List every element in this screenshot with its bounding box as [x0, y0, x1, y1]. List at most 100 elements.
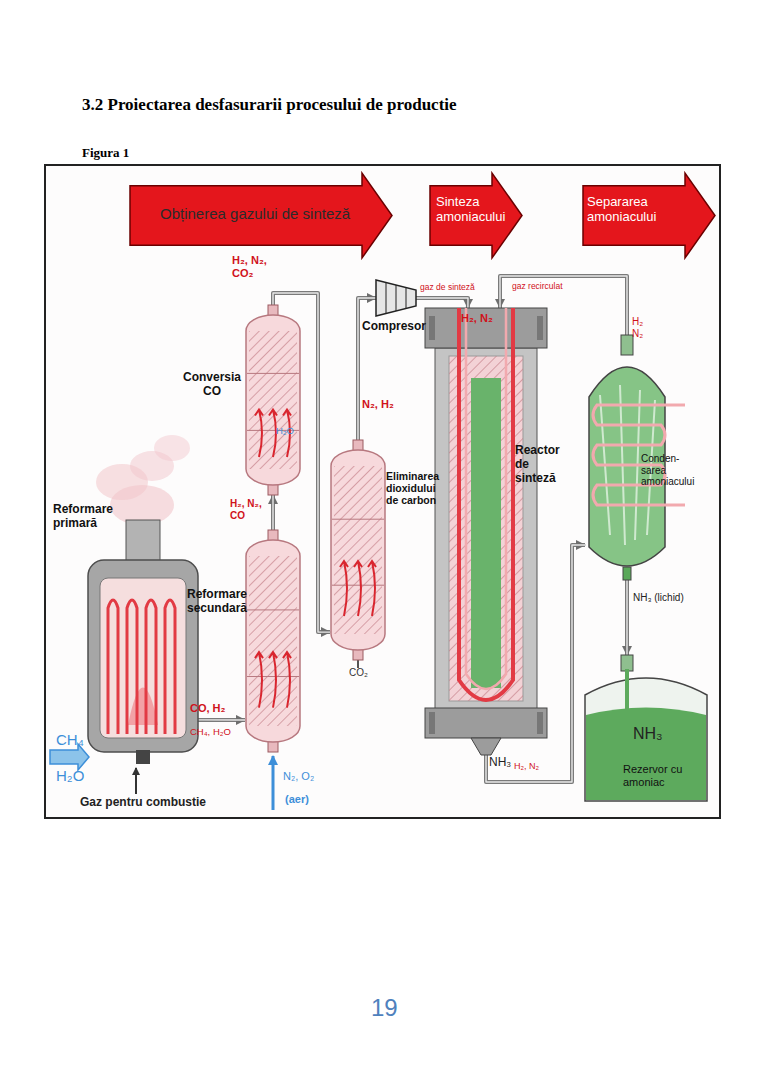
shape-part [269, 652, 277, 708]
text-label: (aer) [285, 793, 309, 806]
text-label: H₂O [56, 767, 84, 784]
shape-part [332, 585, 384, 586]
reformer-furnace: Reformare primară [88, 520, 198, 765]
shape-part [537, 316, 543, 340]
reactor-vessel: Conversia CO [245, 305, 301, 495]
shape-part [246, 540, 300, 742]
pipe-line [198, 718, 245, 722]
condenser-vessel: Conden- sarea amoniacului [585, 335, 669, 580]
edge-label: gaz de sinteză [420, 283, 475, 293]
text-label: Figura 1 [82, 146, 129, 161]
shape-part [425, 308, 547, 348]
shape-part [586, 708, 706, 801]
fuel-arrow [135, 768, 137, 794]
node-label: Reformare secundară [187, 588, 247, 616]
pipe-connector [627, 580, 628, 655]
node-label: Reactor de sinteză [515, 444, 573, 485]
shape-part [466, 308, 506, 689]
shape-outline [425, 308, 547, 755]
pipe-connector [416, 298, 468, 308]
shape-part [146, 600, 156, 734]
edge-label: H₂, N₂, CO [230, 498, 272, 521]
shape-part [247, 373, 299, 374]
pipe-inner [626, 580, 627, 655]
node-label: Sinteza amoniacului [436, 195, 506, 225]
shape-part [621, 335, 633, 355]
node-label: Compresor [362, 320, 432, 334]
pipe-inner [416, 298, 468, 308]
shape-part [340, 561, 348, 616]
shape-part [429, 316, 435, 340]
shape-part [100, 578, 186, 738]
shape-part [334, 466, 382, 634]
shape-part [396, 285, 397, 311]
shape-part [537, 712, 543, 734]
shape-part [130, 173, 392, 258]
shape-part [247, 609, 299, 610]
stage-banner: Separarea amoniacului [583, 173, 715, 258]
pipe-connector [273, 495, 274, 530]
shape-part [430, 173, 522, 258]
pipe-inner [272, 495, 273, 530]
shape-part [136, 750, 150, 764]
shape-part [406, 288, 407, 308]
node-label: NH₃ [633, 725, 673, 743]
shape-part [88, 560, 198, 752]
shape-part [165, 600, 175, 734]
absorber-vessel: Eliminarea dioxidului de carbon [330, 440, 386, 660]
shape-part [386, 283, 387, 313]
shape-part [585, 678, 707, 801]
shape-part [283, 652, 291, 708]
edge-label: NH₃ [489, 756, 511, 770]
text-label: 19 [371, 994, 398, 1022]
shape-outline [88, 520, 198, 765]
text-label: CH₄, H₂O [190, 727, 231, 738]
text-label: H₂ N₂ [632, 316, 648, 339]
node-label: Eliminarea dioxidului de carbon [386, 470, 440, 506]
shape-part [249, 331, 297, 469]
shape-part [471, 378, 501, 688]
shape-part [368, 561, 376, 616]
edge-label: NH₃ (lichid) [633, 592, 684, 604]
shape-part [108, 600, 118, 734]
pipe-line [625, 580, 629, 655]
co2-outlet [357, 660, 359, 668]
reactor-vessel: Reformare secundară [245, 530, 301, 752]
node-label: Rezervor cu amoniac [623, 763, 701, 788]
shape-part [376, 280, 416, 316]
air-arrow [272, 756, 275, 810]
edge-label: N₂, H₂ [362, 398, 394, 411]
text-label: N₂, O₂ [283, 770, 314, 783]
shape-part [331, 450, 385, 650]
shape-part [429, 712, 435, 734]
shape-part [459, 308, 513, 700]
shape-part [269, 410, 277, 458]
text-label: CH₄ [56, 731, 84, 748]
synthesis-reactor: Reactor de sinteză [425, 308, 547, 755]
shape-outline [245, 530, 301, 752]
shape-outline [245, 305, 301, 495]
shape-part [249, 556, 297, 726]
shape-outline [376, 280, 416, 316]
shape-part [255, 652, 263, 708]
page-title: 3.2 Proiectarea desfasurarii procesului … [82, 95, 742, 115]
node-label: Conden- sarea amoniacului [641, 453, 693, 488]
edge-label: gaz recirculat [512, 282, 563, 292]
node-label: Obținerea gazului de sinteză [160, 205, 365, 222]
shape-part [247, 676, 299, 677]
shape-part [471, 738, 501, 755]
shape-part [246, 315, 300, 485]
pipe-line [271, 495, 275, 530]
shape-part [623, 567, 631, 580]
shape-part [625, 669, 629, 717]
edge-label: CO, H₂ [190, 702, 225, 715]
shape-part [332, 519, 384, 520]
compressor-symbol: Compresor [376, 280, 416, 316]
stage-banner: Obținerea gazului de sinteză [130, 173, 392, 258]
figure-frame [45, 165, 720, 818]
text-label: H₂O [276, 426, 294, 437]
smoke [154, 435, 190, 461]
